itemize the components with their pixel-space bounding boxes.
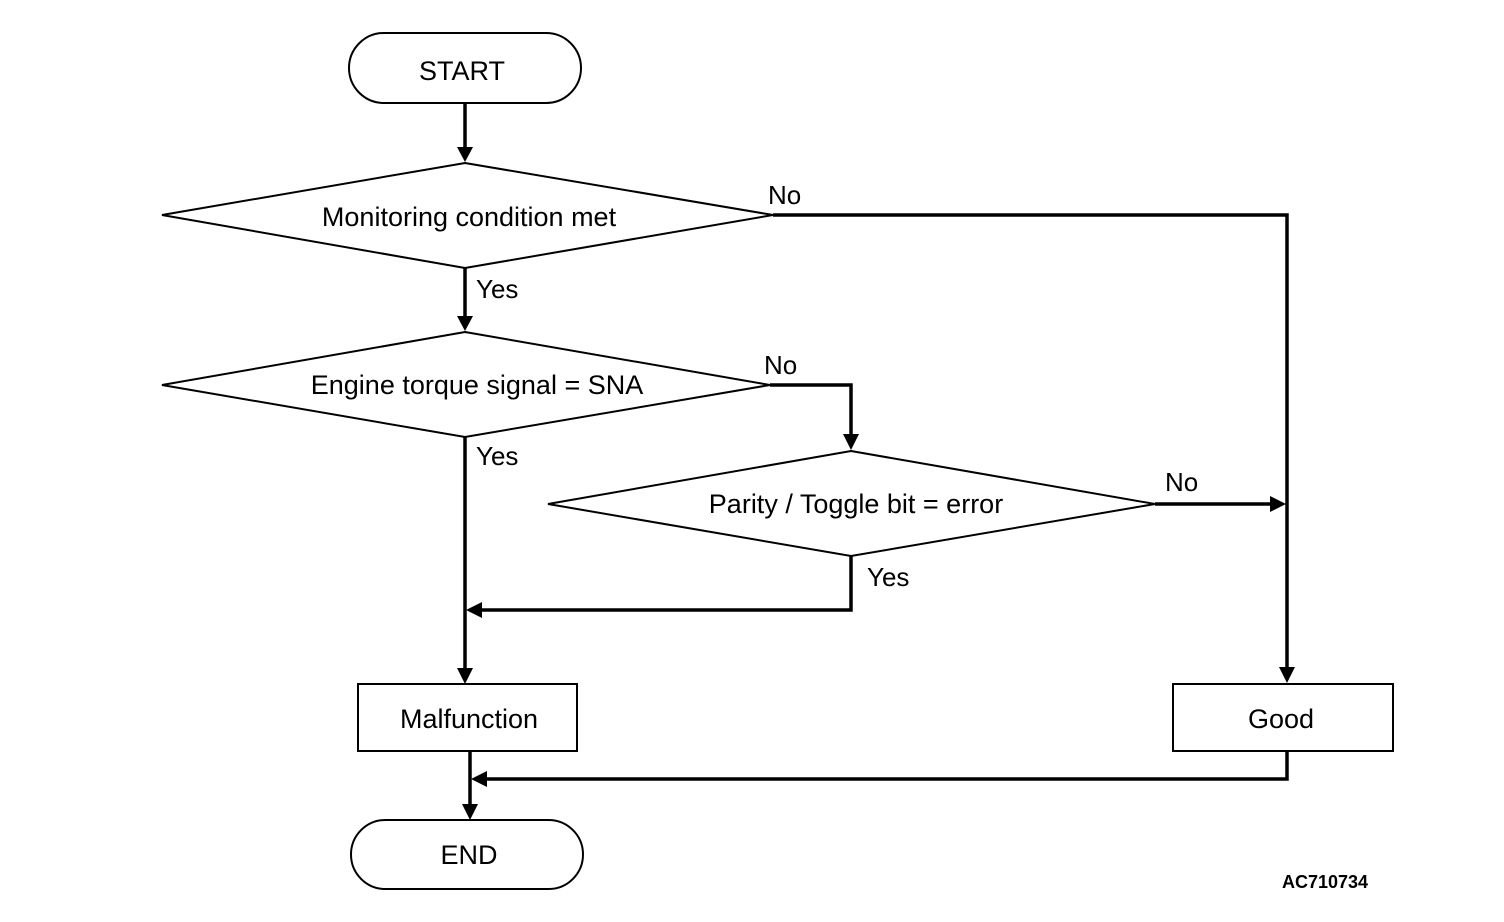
good-label: Good bbox=[1248, 704, 1314, 734]
edge-monitoring-to-good bbox=[773, 213, 1289, 667]
start-label: START bbox=[419, 56, 505, 86]
engine-torque-label: Engine torque signal = SNA bbox=[311, 370, 643, 400]
monitoring-yes-label: Yes bbox=[476, 274, 518, 304]
end-terminal bbox=[350, 819, 584, 890]
engine-torque-decision bbox=[161, 330, 771, 439]
parity-yes-label: Yes bbox=[867, 562, 909, 592]
parity-decision bbox=[547, 449, 1156, 558]
arrowhead-good bbox=[1279, 667, 1295, 683]
arrowhead-monitoring bbox=[457, 147, 473, 162]
good-box bbox=[1172, 683, 1394, 752]
edge-parity-to-malfunction bbox=[482, 556, 853, 612]
malfunction-box bbox=[357, 683, 578, 752]
edge-engine-to-parity bbox=[770, 383, 853, 434]
engine-no-label: No bbox=[764, 350, 797, 380]
start-terminal bbox=[348, 32, 582, 104]
arrowhead-parity bbox=[843, 434, 859, 450]
edge-good-to-end bbox=[487, 751, 1289, 781]
malfunction-label: Malfunction bbox=[400, 704, 538, 734]
parity-label: Parity / Toggle bit = error bbox=[709, 489, 1003, 519]
arrowhead-end bbox=[462, 804, 478, 820]
engine-yes-label: Yes bbox=[476, 441, 518, 471]
monitoring-no-label: No bbox=[768, 180, 801, 210]
figure-id: AC710734 bbox=[1282, 872, 1368, 892]
arrowhead-engine bbox=[457, 316, 473, 331]
arrowhead-good-end bbox=[471, 771, 487, 787]
end-label: END bbox=[440, 840, 497, 870]
arrowhead-malfunction bbox=[457, 668, 473, 684]
arrowhead-parity-yes bbox=[466, 602, 482, 618]
monitoring-label: Monitoring condition met bbox=[322, 202, 617, 232]
arrowhead-parity-no bbox=[1270, 496, 1286, 512]
parity-no-label: No bbox=[1165, 467, 1198, 497]
monitoring-decision bbox=[161, 161, 774, 270]
